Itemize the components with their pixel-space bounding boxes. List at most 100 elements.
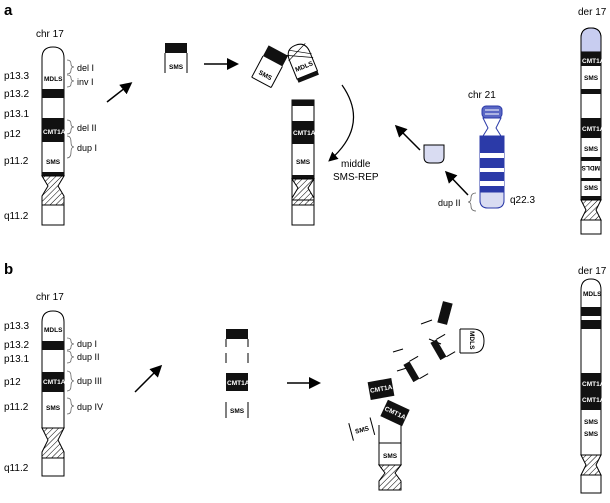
panel-a-chr17-label: chr 17 — [36, 29, 64, 40]
band-label: p13.2 — [4, 340, 29, 351]
chr21-fragment — [423, 144, 445, 164]
gene-label-sms: SMS — [383, 453, 398, 460]
bracket-label: dup II — [77, 352, 100, 362]
panel-a-brackets — [66, 59, 75, 159]
sms-fragment — [164, 43, 188, 73]
bracket-dup-i — [66, 135, 75, 159]
middle-label: middle — [341, 159, 371, 170]
arrow-3 — [394, 124, 421, 151]
panel-b-chr17-ideogram — [41, 310, 65, 477]
sms-rep-label: SMS-REP — [333, 172, 379, 183]
tilted-black-band-3 — [437, 301, 453, 325]
bracket-label: dup IV — [77, 402, 103, 412]
gene-label-sms: SMS — [296, 159, 311, 166]
band-label: q11.2 — [4, 211, 29, 222]
tilted-sms-block: SMS — [251, 45, 289, 88]
tilted-mdls-tip: MDLS — [286, 43, 319, 83]
chr21-ideogram — [479, 105, 505, 209]
gene-label-mdls: MDLS — [583, 291, 602, 298]
band-label: p11.2 — [4, 402, 29, 413]
bracket-label: del I — [77, 63, 94, 73]
tilted-sms-fragment: SMS — [348, 417, 376, 441]
gene-label-mdls: MDLS — [44, 76, 63, 83]
gene-label-cmt1a: CMT1A — [370, 384, 394, 395]
band-label: p13.3 — [4, 71, 29, 82]
gene-label-sms: SMS — [584, 419, 599, 426]
band-label: p13.1 — [4, 354, 29, 365]
gene-label-sms: SMS — [257, 69, 273, 82]
bracket-label: dup III — [77, 376, 102, 386]
mdls-tip: MDLS — [459, 328, 485, 354]
panel-b-assembling-chromosome — [378, 425, 402, 491]
gene-label-sms: SMS — [584, 185, 599, 192]
bracket-dup-iv — [66, 397, 75, 415]
panel-b-chr17-label: chr 17 — [36, 292, 64, 303]
panel-a-der17-ideogram — [580, 27, 602, 235]
panel-a-chr17-ideogram — [41, 46, 65, 226]
gene-label-cmt1a: CMT1A — [582, 126, 605, 133]
bracket-label: dup I — [77, 339, 97, 349]
gene-label-sms: SMS — [584, 431, 599, 438]
bracket-dup-i — [66, 337, 75, 351]
tilted-black-band-1 — [403, 355, 429, 383]
gene-label-sms: SMS — [354, 425, 370, 436]
gene-label-mdls: MDLS — [44, 327, 63, 334]
panel-b-fragments — [225, 329, 249, 418]
gene-label-sms: SMS — [584, 146, 599, 153]
gene-label-cmt1a: CMT1A — [293, 130, 316, 137]
panel-b-brackets — [66, 337, 75, 415]
gene-label-sms: SMS — [230, 408, 245, 415]
chr17-q-arm — [41, 204, 65, 226]
gene-label-sms: SMS — [46, 405, 61, 412]
band-label: p12 — [4, 377, 21, 388]
bracket-dup-iii — [66, 370, 75, 392]
bracket-label: dup II — [438, 198, 461, 208]
band-p11-2-edge — [42, 172, 64, 176]
gene-label-sms: SMS — [169, 64, 184, 71]
panel-a-middle-chromosome — [291, 99, 315, 226]
gene-label-sms: SMS — [46, 159, 61, 166]
band-label: p13.2 — [4, 89, 29, 100]
bracket-inv-i — [66, 74, 75, 88]
arrow-1 — [106, 82, 133, 103]
bracket-label: dup I — [77, 143, 97, 153]
gene-label-mdls-inverted: MDLS — [581, 164, 600, 171]
gene-label-cmt1a: CMT1A — [43, 129, 66, 136]
gene-label-cmt1a: CMT1A — [582, 397, 605, 404]
panel-b-der17-label: der 17 — [578, 266, 607, 277]
bracket-label: del II — [77, 123, 97, 133]
band-label: p11.2 — [4, 156, 29, 167]
gene-label-sms: SMS — [584, 75, 599, 82]
tilted-black-band-2 — [430, 333, 456, 361]
band-label: p13.3 — [4, 321, 29, 332]
tilted-cmt1a-block-1: CMT1A — [380, 399, 410, 427]
bracket-del-i — [66, 59, 75, 75]
curved-arrow — [328, 84, 355, 162]
arrow-4 — [444, 170, 469, 196]
gene-label-mdls: MDLS — [468, 331, 475, 350]
panel-b-der17-ideogram — [580, 278, 602, 494]
panel-a-der17-label: der 17 — [578, 7, 607, 18]
arrow-b1 — [134, 364, 163, 393]
panel-a-letter: a — [4, 2, 13, 19]
q22-3-label: q22.3 — [510, 195, 535, 206]
tilted-cmt1a-block-2: CMT1A — [367, 378, 395, 400]
band-p12 — [42, 118, 64, 142]
panel-b-letter: b — [4, 261, 13, 278]
bracket-dup-ii — [467, 192, 477, 212]
chr21-label: chr 21 — [468, 90, 496, 101]
band-label: p12 — [4, 129, 21, 140]
gene-label-cmt1a: CMT1A — [227, 380, 250, 387]
bracket-del-ii — [66, 119, 75, 135]
band-label: p13.1 — [4, 109, 29, 120]
band-p13-2 — [42, 89, 64, 98]
bracket-dup-ii — [66, 350, 75, 364]
gene-label-cmt1a: CMT1A — [43, 379, 66, 386]
gene-label-cmt1a: CMT1A — [582, 58, 605, 65]
bracket-label: inv I — [77, 77, 94, 87]
chr17-p-arm — [41, 46, 65, 176]
gene-label-cmt1a: CMT1A — [582, 381, 605, 388]
band-label: q11.2 — [4, 463, 29, 474]
